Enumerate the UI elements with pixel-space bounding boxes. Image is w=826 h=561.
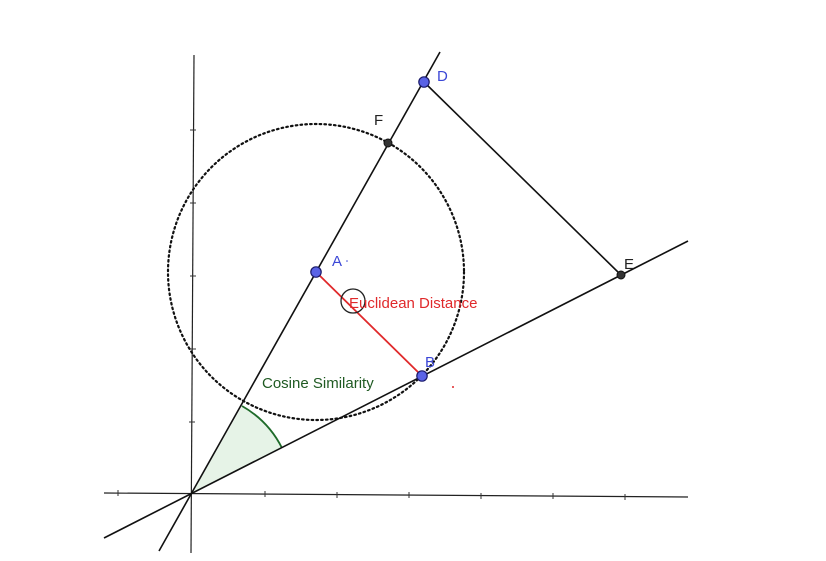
euclidean-distance-segment [315, 271, 423, 377]
line-through-b [103, 240, 689, 539]
cosine-similarity-label: Cosine Similarity [262, 375, 374, 392]
stray-dot [452, 386, 454, 388]
point-b[interactable] [416, 370, 428, 382]
point-a[interactable] [310, 266, 322, 278]
y-axis-ticks [189, 129, 196, 423]
label-point-f: F [374, 112, 383, 129]
line-through-a [158, 51, 441, 552]
label-circle-marker [340, 288, 366, 314]
segment-de [423, 81, 622, 276]
y-axis [190, 54, 195, 554]
label-point-b: B [425, 354, 435, 371]
euclidean-distance-label: Euclidean Distance [349, 295, 477, 312]
x-axis-ticks [117, 490, 626, 500]
point-f[interactable] [383, 138, 393, 148]
point-d[interactable] [418, 76, 430, 88]
dotted-circle [166, 122, 466, 422]
x-axis [103, 492, 689, 498]
label-point-d: D [437, 68, 448, 85]
point-e[interactable] [616, 270, 626, 280]
label-point-e: E [624, 256, 634, 273]
angle-sector [193, 406, 282, 492]
label-point-a: A [332, 253, 342, 270]
stray-dot [346, 260, 348, 262]
angle-arc [241, 405, 283, 449]
